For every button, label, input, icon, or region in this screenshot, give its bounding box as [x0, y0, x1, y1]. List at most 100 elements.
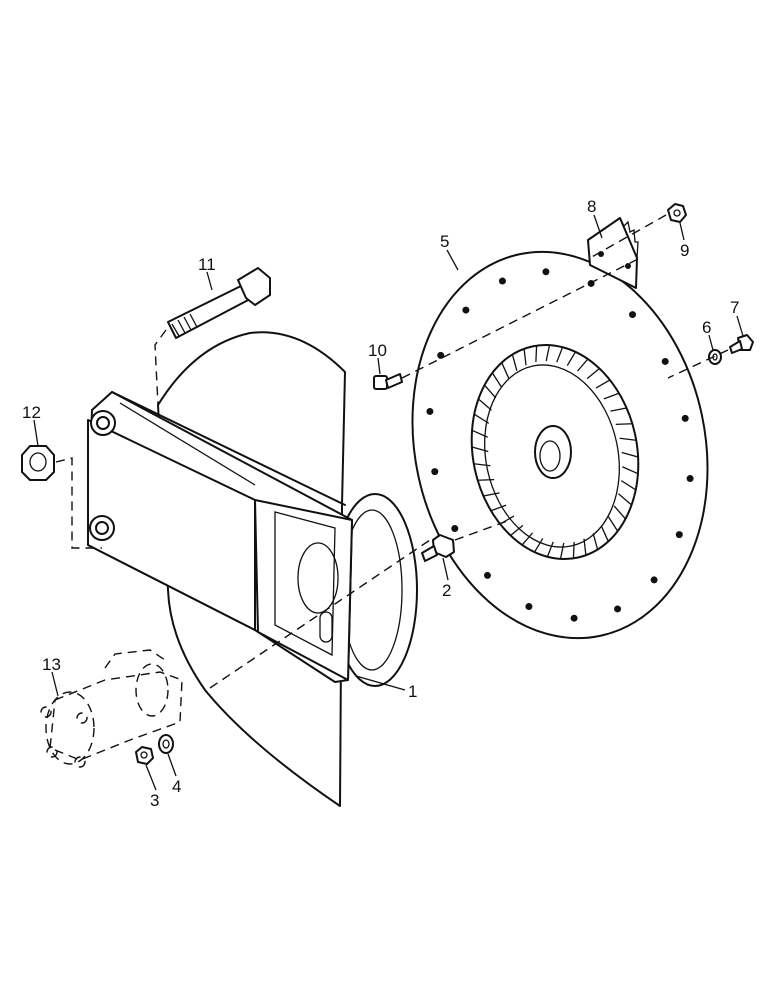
- leader-13: [51, 671, 59, 697]
- bolt-11-thread: [171, 313, 198, 337]
- fan-blade: [473, 413, 490, 424]
- fan-blade: [618, 493, 632, 506]
- housing-top-edge: [111, 391, 346, 506]
- fan-disc-hole: [451, 525, 459, 533]
- callout-3: 3: [150, 791, 159, 810]
- nut-12-body: [21, 445, 55, 481]
- nut-9-body: [667, 203, 687, 223]
- nut-part-9: [667, 203, 687, 223]
- bracket-8-teeth: [619, 217, 639, 259]
- axis-bolt-11: [154, 329, 167, 406]
- callout-6: 6: [702, 318, 711, 337]
- callout-2: 2: [442, 581, 451, 600]
- fan-blade: [572, 541, 575, 559]
- bolt-2-shank: [421, 545, 438, 562]
- housing-slot: [319, 611, 333, 643]
- bracket-part-8: [587, 217, 639, 289]
- callout-5: 5: [440, 232, 449, 251]
- fan-disc-hole: [675, 531, 683, 539]
- leader-1: [355, 675, 406, 691]
- fan-blade: [523, 348, 527, 366]
- fan-disc-hole: [686, 475, 694, 483]
- fan-blade: [490, 504, 507, 512]
- bolt-11-head: [237, 267, 271, 306]
- fan-disc-hole: [431, 468, 439, 476]
- fan-disc-hole: [462, 306, 470, 314]
- fan-blade: [491, 372, 503, 388]
- bolt-7-shank: [729, 340, 743, 354]
- motor-body: [49, 671, 183, 761]
- assembly-lines: [55, 214, 729, 689]
- callout-9: 9: [680, 241, 689, 260]
- motor-bolt-b: [46, 746, 58, 758]
- bracket-8-hole-1: [598, 251, 604, 257]
- callout-11: 11: [198, 255, 216, 274]
- fan-blades: [471, 344, 639, 560]
- callout-4: 4: [172, 777, 181, 796]
- bolt-part-2: [421, 534, 455, 562]
- fan-disc-hole: [661, 357, 669, 365]
- fan-blade: [510, 524, 524, 537]
- callout-7: 7: [730, 298, 739, 317]
- fan-blade: [478, 398, 492, 411]
- bracket-8-body: [587, 217, 638, 289]
- fan-blade: [613, 505, 626, 520]
- fan-blade: [566, 351, 577, 366]
- motor-part-13: [40, 649, 183, 768]
- washer-4-body: [158, 734, 174, 754]
- leader-9: [679, 222, 685, 241]
- fan-disc-hole: [426, 407, 434, 415]
- leader-2: [442, 557, 449, 581]
- axis-motor-hub: [454, 519, 511, 541]
- nut-9-bore: [673, 209, 681, 217]
- bolt-part-11: [167, 267, 271, 339]
- fan-blade: [473, 463, 491, 467]
- motor-port-top: [104, 649, 166, 669]
- fan-disc-hole: [570, 614, 578, 622]
- fan-hub: [534, 425, 572, 479]
- leader-6: [708, 334, 714, 351]
- motor-bolt-c: [74, 756, 86, 768]
- bracket-8-hole-2: [625, 263, 631, 269]
- fan-blade: [595, 379, 611, 389]
- washer-part-4: [158, 734, 174, 754]
- fan-blade: [622, 466, 639, 475]
- fan-disc-hole: [498, 277, 506, 285]
- fan-wheel-part-5: [411, 250, 709, 640]
- motor-bolt-d: [76, 712, 88, 724]
- bolt-10-shank: [385, 373, 403, 389]
- nut-part-12: [21, 445, 55, 481]
- callout-12: 12: [22, 403, 41, 422]
- fan-blade: [619, 437, 637, 441]
- fan-blade: [546, 541, 554, 558]
- fan-blade: [620, 480, 637, 491]
- mount-hole-bottom-inner: [95, 521, 109, 535]
- fan-blade: [621, 451, 639, 458]
- fan-blade: [471, 429, 488, 438]
- nut-12-bore: [29, 452, 47, 472]
- fan-disc-hole: [650, 576, 658, 584]
- motor-end: [135, 663, 169, 717]
- fan-disc-hole: [681, 414, 689, 422]
- housing-side-window: [274, 511, 336, 657]
- fan-disc-hole: [614, 605, 622, 613]
- nut-3-bore: [140, 751, 148, 759]
- bolt-part-7: [729, 334, 754, 354]
- leader-10: [377, 357, 381, 375]
- housing-side-panel: [254, 499, 353, 681]
- fan-blade: [610, 407, 627, 412]
- fan-blade: [615, 423, 633, 426]
- fan-blade: [603, 392, 620, 400]
- leader-8: [593, 214, 603, 239]
- callout-8: 8: [587, 197, 596, 216]
- callout-labels: 1 2 3 4 5 6 7 8 9 10 11 12 13: [22, 197, 739, 810]
- housing-part-1: [87, 331, 418, 807]
- fan-blade-ring-inner: [484, 364, 620, 548]
- axis-bolt-7: [667, 349, 729, 379]
- fan-blade: [477, 478, 495, 481]
- fan-blade: [576, 358, 589, 372]
- fan-blade: [583, 538, 587, 556]
- mount-hole-top-inner: [96, 416, 110, 430]
- callout-1: 1: [408, 682, 417, 701]
